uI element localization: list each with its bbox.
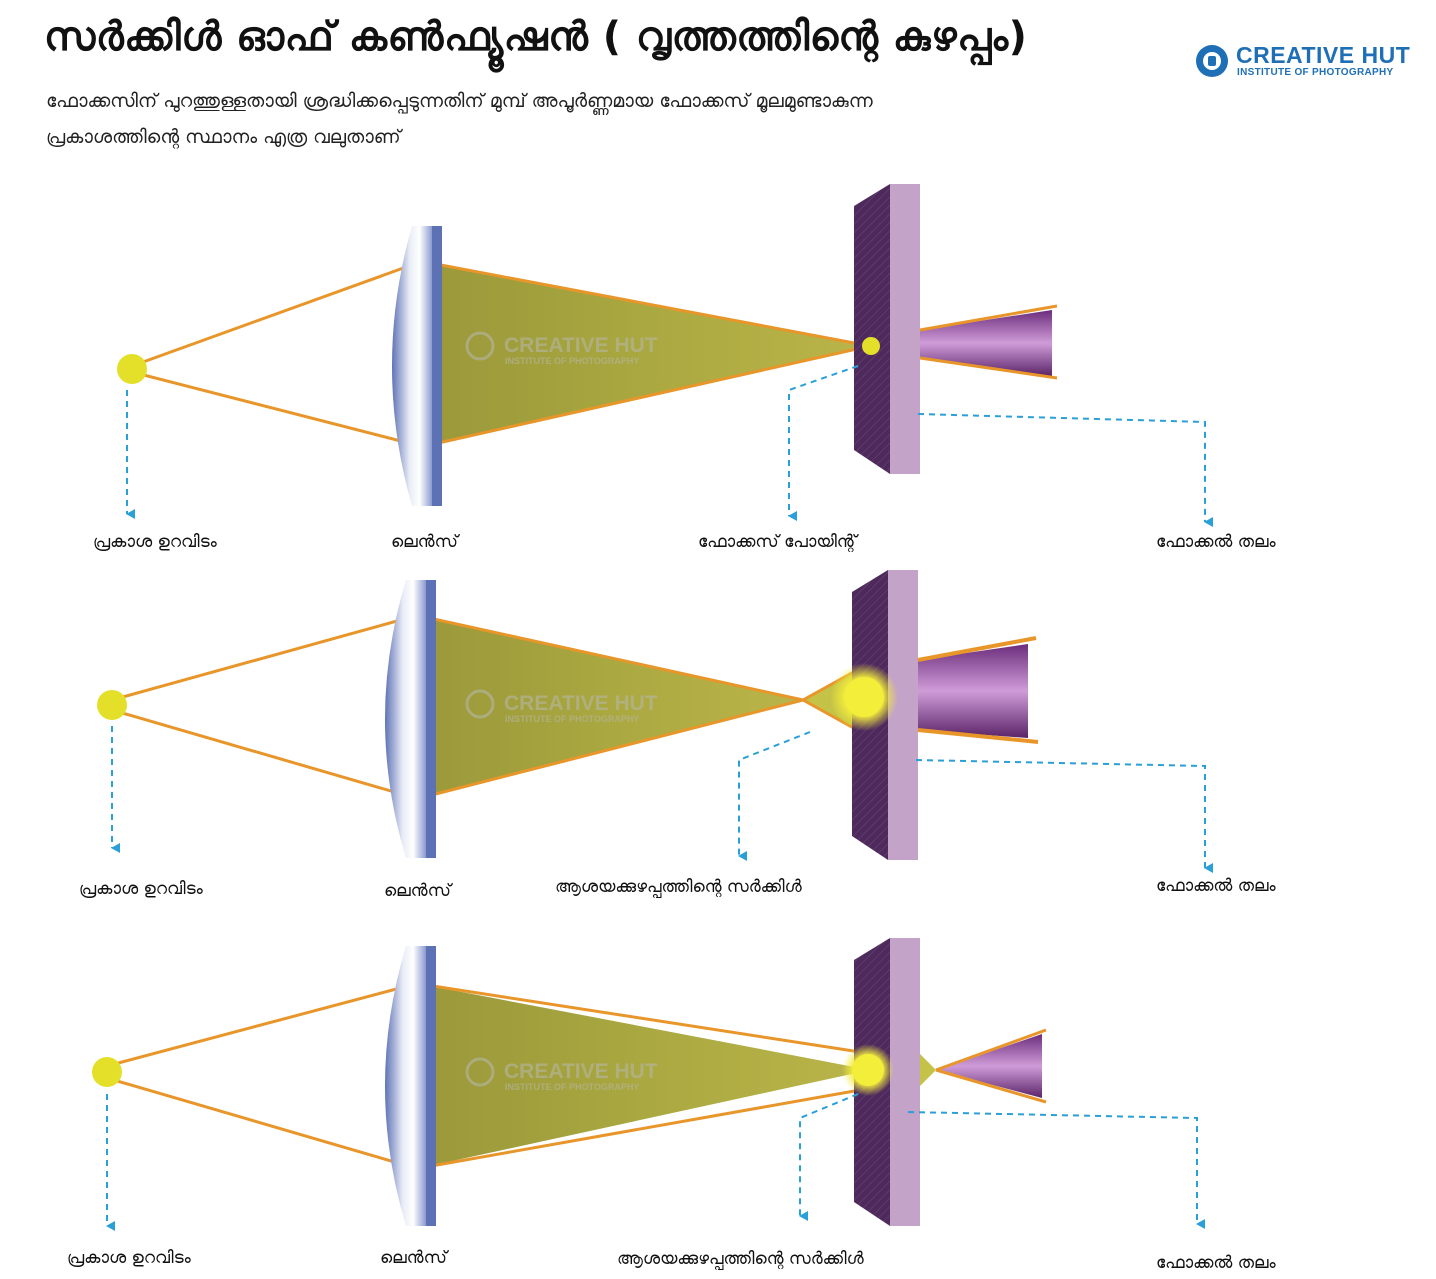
light-cone (420, 984, 870, 1168)
label-focal-plane: ഫോക്കൽ തലം (1156, 1253, 1277, 1273)
light-source (92, 1057, 122, 1087)
light-ray-lower (935, 1068, 1047, 1104)
panel-front-focus: CREATIVE HUT INSTITUTE OF PHOTOGRAPHY പ്… (79, 570, 1277, 901)
light-ray-lower (424, 344, 871, 448)
lens (392, 226, 442, 506)
leader-line-point (799, 1093, 859, 1221)
brand-tagline: INSTITUTE OF PHOTOGRAPHY (1237, 67, 1394, 78)
panel-in-focus: CREATIVE HUT INSTITUTE OF PHOTOGRAPHY പ്… (93, 184, 1277, 553)
light-ray-upper (131, 260, 421, 368)
watermark: CREATIVE HUT INSTITUTE OF PHOTOGRAPHY (465, 1057, 658, 1092)
watermark-tagline: INSTITUTE OF PHOTOGRAPHY (505, 356, 639, 366)
label-focal-plane: ഫോക്കൽ തലം (1156, 532, 1277, 552)
light-ray-upper (419, 982, 861, 1054)
leader-line-point (788, 365, 859, 521)
light-ray-upper (919, 304, 1058, 332)
panel-back-focus: CREATIVE HUT INSTITUTE OF PHOTOGRAPHY പ്… (67, 938, 1277, 1273)
light-ray-upper (106, 982, 416, 1068)
light-ray-lower (919, 356, 1058, 380)
projected-cone (920, 310, 1052, 376)
light-source (97, 690, 127, 720)
light-ray-upper (424, 260, 871, 348)
watermark-tagline: INSTITUTE OF PHOTOGRAPHY (505, 714, 639, 724)
circle-of-confusion-core (844, 677, 884, 717)
watermark-name: CREATIVE HUT (504, 692, 658, 715)
label-focus-point: ഫോക്കസ് പോയിന്റ് (698, 532, 859, 553)
watermark-name: CREATIVE HUT (504, 1060, 658, 1083)
sensor-side (854, 184, 890, 474)
light-ray-upper (419, 614, 804, 702)
label-focal-plane: ഫോക്കൽ തലം (1156, 876, 1277, 896)
leader-line-plane (907, 1111, 1205, 1229)
lens (385, 946, 436, 1226)
light-cone (420, 616, 803, 798)
label-circle-of-confusion: ആശയക്കുഴപ്പത്തിന്റെ സർക്കിൾ (555, 877, 803, 900)
light-ray-upper (935, 1028, 1047, 1072)
light-ray-upper (111, 614, 416, 702)
light-ray-lower (131, 370, 421, 448)
projected-cone (936, 1034, 1042, 1098)
circle-of-confusion-core (852, 1054, 884, 1086)
brand-name: CREATIVE HUT (1236, 42, 1411, 68)
label-light-source: പ്രകാശ ഉറവിടം (93, 532, 218, 552)
light-ray-lower (106, 1076, 416, 1170)
label-circle-of-confusion: ആശയക്കുഴപ്പത്തിന്റെ സർക്കിൾ (617, 1249, 865, 1272)
leader-line-point (738, 731, 811, 861)
subtitle-line-1: ഫോക്കസിന് പുറത്തുള്ളതായി ശ്രദ്ധിക്കപ്പെട… (46, 90, 873, 112)
watermark: CREATIVE HUT INSTITUTE OF PHOTOGRAPHY (465, 689, 658, 724)
leader-line-plane (915, 759, 1213, 873)
leader-line-plane (917, 413, 1213, 527)
lens (385, 580, 436, 858)
camera-badge-icon (1196, 45, 1228, 77)
converging-cone (920, 1054, 936, 1086)
label-lens: ലെൻസ് (391, 532, 460, 552)
projected-cone (918, 644, 1028, 738)
label-lens: ലെൻസ് (380, 1248, 449, 1268)
label-lens: ലെൻസ് (384, 881, 453, 901)
watermark-tagline: INSTITUTE OF PHOTOGRAPHY (505, 1082, 639, 1092)
light-source (117, 354, 147, 384)
light-ray-lower (111, 708, 416, 800)
label-light-source: പ്രകാശ ഉറവിടം (79, 879, 204, 899)
light-ray-lower (419, 1088, 861, 1170)
focus-point-dot (862, 337, 880, 355)
page-title: സർക്കിൾ ഓഫ് കൺഫ്യൂഷൻ ( വൃത്തത്തിന്റെ കുഴ… (44, 14, 1028, 60)
sensor-plane (890, 184, 920, 474)
watermark: CREATIVE HUT INSTITUTE OF PHOTOGRAPHY (465, 331, 658, 366)
subtitle-line-2: പ്രകാശത്തിന്റെ സ്ഥാനം എത്ര വലുതാണ് (46, 126, 401, 148)
light-ray-lower (419, 698, 804, 800)
watermark-name: CREATIVE HUT (504, 334, 658, 357)
brand-logo: CREATIVE HUT INSTITUTE OF PHOTOGRAPHY (1196, 42, 1421, 84)
label-light-source: പ്രകാശ ഉറവിടം (67, 1248, 192, 1268)
light-ray-lower (917, 728, 1039, 744)
light-ray-upper (917, 636, 1037, 662)
sensor-plane (888, 570, 918, 860)
light-cone (425, 262, 870, 446)
sensor-plane (890, 938, 920, 1226)
